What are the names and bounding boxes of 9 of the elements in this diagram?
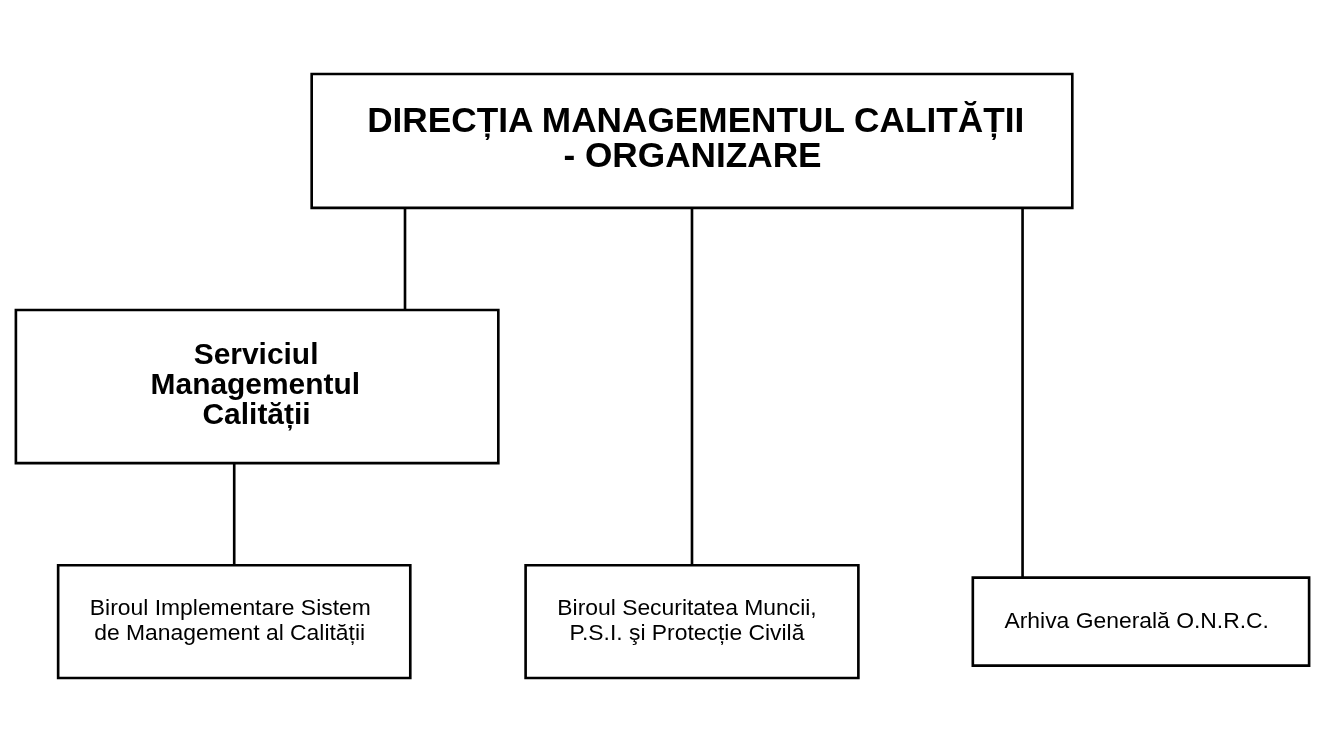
node-box: Serviciul Managementul Calității <box>14 308 500 464</box>
connector <box>690 207 694 565</box>
connector <box>403 207 407 310</box>
connector <box>232 463 236 565</box>
node-box: Arhiva Generală O.N.R.C. <box>971 575 1311 667</box>
node-box: Biroul Implementare Sistem de Management al Calității <box>56 563 412 679</box>
connector <box>1021 207 1024 577</box>
node-box: Biroul Securitatea Muncii, P.S.I. şi Protecție Civilă <box>524 563 860 679</box>
node-box: DIRECȚIA MANAGEMENTUL CALITĂȚII - ORGANIZARE <box>310 72 1074 209</box>
